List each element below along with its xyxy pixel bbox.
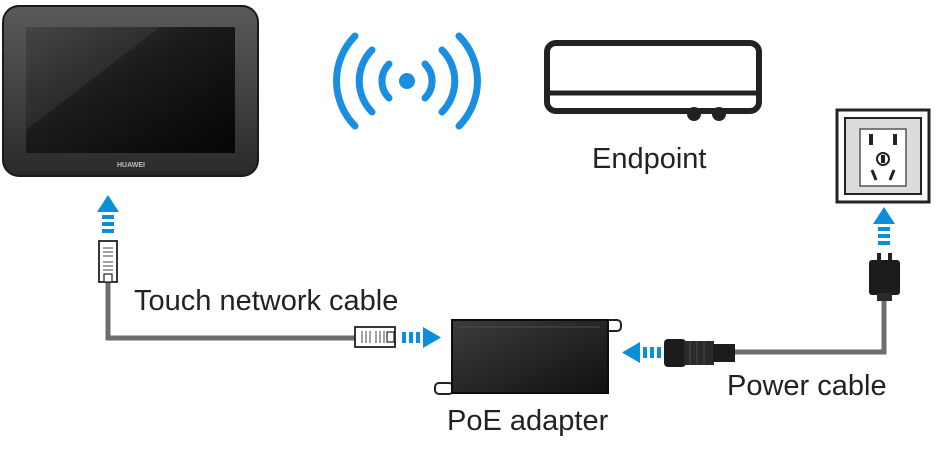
power-outlet-icon (835, 108, 931, 204)
dashed-arrow-icon (402, 327, 441, 348)
touch-network-cable-label: Touch network cable (134, 285, 399, 317)
rj45-connector-icon (98, 240, 118, 283)
power-cable (735, 300, 887, 355)
endpoint-label: Endpoint (592, 143, 707, 175)
poe-adapter-label: PoE adapter (447, 405, 609, 437)
endpoint-device-icon (544, 40, 762, 121)
wireless-signal-icon (333, 32, 481, 130)
touch-network-cable (105, 280, 356, 341)
dashed-arrow-icon (97, 195, 119, 233)
power-plug-icon (664, 339, 735, 367)
rj45-connector-icon (354, 326, 396, 348)
power-plug-icon (869, 253, 900, 301)
dashed-arrow-icon (622, 342, 661, 363)
power-cable-label: Power cable (727, 370, 887, 402)
touch-panel-icon (2, 5, 259, 177)
poe-adapter-icon (434, 319, 622, 395)
dashed-arrow-icon (873, 207, 895, 245)
touch-panel-brand: HUAWEI (117, 162, 145, 169)
